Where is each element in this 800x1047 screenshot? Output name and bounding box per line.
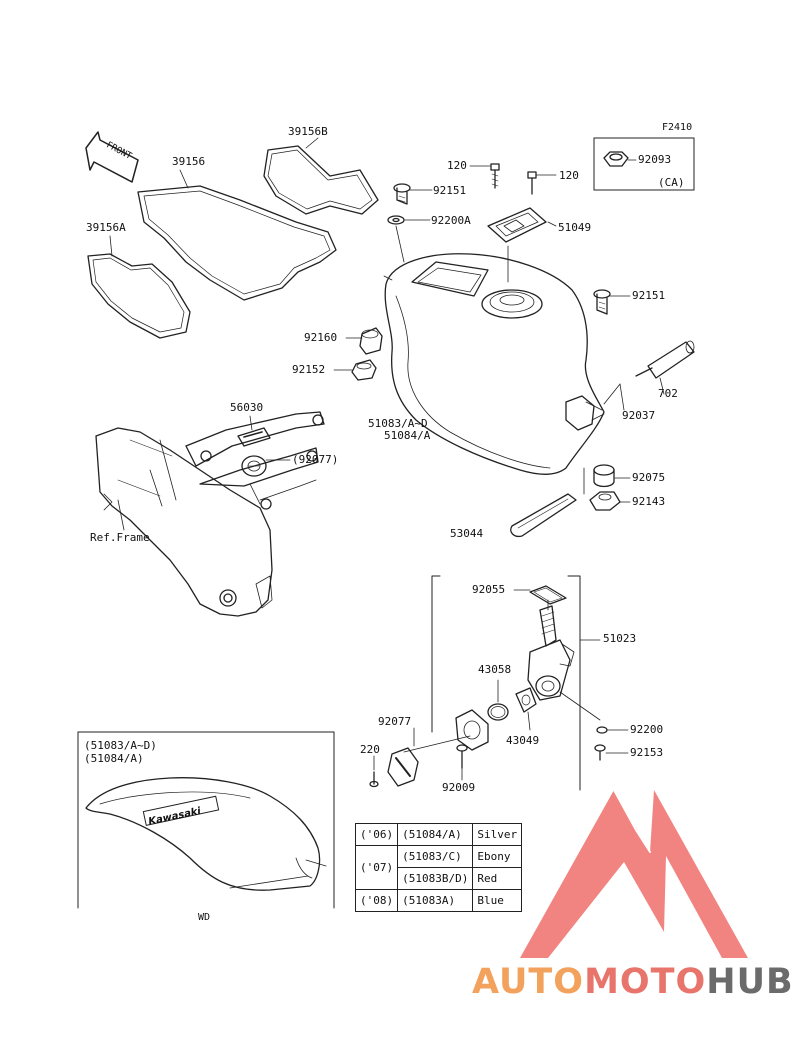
watermark-part-hub: HUB — [706, 962, 794, 1002]
table-cell: Silver — [472, 823, 523, 846]
part-label-92093: 92093 — [638, 153, 672, 166]
part-label-92075: 92075 — [632, 471, 666, 484]
part-label-92055: 92055 — [472, 583, 506, 596]
collar-92152-icon — [351, 359, 377, 381]
part-label-220: 220 — [360, 743, 380, 756]
part-label-92037: 92037 — [622, 409, 656, 422]
pad-39156B-shape — [263, 145, 379, 215]
part-label-56030: 56030 — [230, 401, 264, 414]
part-label-92077: 92077 — [378, 715, 412, 728]
part-label-120-left: 120 — [447, 159, 467, 172]
table-row: ('08) (51083A) Blue — [354, 889, 523, 912]
part-label-92152: 92152 — [292, 363, 326, 376]
part-label-92160: 92160 — [304, 331, 338, 344]
front-arrow-icon: FRONT — [85, 131, 139, 183]
box-92093 — [593, 137, 695, 191]
gasket-43049-icon — [515, 687, 537, 713]
label-56030-icon — [237, 427, 271, 447]
part-label-702: 702 — [658, 387, 678, 400]
nut-92093-icon — [603, 151, 629, 167]
watermark-logo-icon — [520, 789, 748, 958]
ref-frame-label: Ref.Frame — [90, 531, 150, 544]
bolt-92151-right-icon — [593, 289, 611, 315]
part-label-51049: 51049 — [558, 221, 592, 234]
table-row: ('06) (51084/A) Silver — [354, 823, 523, 846]
table-cell: ('08) — [354, 889, 399, 912]
part-label-92151-right: 92151 — [632, 289, 666, 302]
part-label-92200: 92200 — [630, 723, 664, 736]
o-ring-43058-icon — [487, 703, 509, 721]
bolt-92151-top-icon — [393, 183, 411, 205]
part-label-51084: 51084/A — [384, 429, 431, 442]
bolt-92153-icon — [594, 744, 606, 761]
watermark-part-auto: AUTO — [472, 962, 585, 1002]
bolt-120-right-icon — [527, 171, 557, 195]
watermark-part-moto: MOTO — [584, 962, 707, 1002]
inset-tank-shape — [85, 777, 327, 891]
part-label-92151-top: 92151 — [433, 184, 467, 197]
part-label-92009: 92009 — [442, 781, 476, 794]
grommet-92075-icon — [593, 464, 615, 488]
part-label-92153: 92153 — [630, 746, 664, 759]
table-cell: Red — [472, 867, 523, 890]
part-label-92077-frame: (92077) — [292, 453, 339, 466]
part-label-43058: 43058 — [478, 663, 512, 676]
fuel-cock-51023-icon — [527, 605, 575, 701]
pad-39156A-shape — [87, 253, 191, 339]
inset-caption: WD — [198, 912, 211, 923]
part-label-39156B: 39156B — [288, 125, 328, 138]
table-cell: Blue — [472, 889, 523, 912]
bolt-120-left-icon — [490, 163, 500, 189]
bracket-92077-frame-icon — [241, 455, 267, 477]
note-ca: (CA) — [658, 176, 685, 189]
table-row: ('07) (51083/C) Ebony — [354, 845, 523, 890]
washer-92200A-icon — [387, 215, 405, 225]
part-label-53044: 53044 — [450, 527, 484, 540]
part-label-92200A: 92200A — [431, 214, 471, 227]
damper-92160-icon — [359, 327, 383, 355]
pad-39156-shape — [137, 185, 337, 301]
part-label-92143: 92143 — [632, 495, 666, 508]
inset-frame — [77, 731, 335, 909]
part-label-51083: 51083/A~D — [368, 417, 428, 430]
part-label-39156: 39156 — [172, 155, 206, 168]
lever-92077-icon — [387, 709, 489, 787]
table-cell: (51083A) — [397, 889, 474, 912]
table-cell: (51084/A) — [397, 823, 474, 846]
inset-line-1: (51083/A~D) — [84, 739, 157, 752]
front-arrow-label: FRONT — [104, 140, 133, 162]
screw-92009-icon — [456, 744, 468, 769]
frame-reference-shape — [95, 411, 325, 617]
gasket-92055-icon — [529, 585, 567, 605]
collar-92143-icon — [589, 491, 621, 511]
screw-220-icon — [369, 771, 379, 788]
table-cell: Ebony — [472, 845, 523, 868]
part-label-51023: 51023 — [603, 632, 637, 645]
figure-code: F2410 — [662, 122, 693, 133]
watermark-text: AUTOMOTOHUB — [472, 962, 794, 1002]
table-cell: (51083/C) — [397, 845, 474, 868]
hose-702-icon — [635, 340, 695, 379]
inset-line-2: (51084/A) — [84, 752, 144, 765]
strap-53044-icon — [510, 493, 577, 538]
fuel-cap-51049-icon — [487, 207, 547, 243]
table-cell: ('06) — [354, 823, 399, 846]
color-table: ('06) (51084/A) Silver ('07) (51083/C) E… — [354, 823, 523, 912]
part-label-39156A: 39156A — [86, 221, 126, 234]
table-cell: ('07) — [354, 845, 399, 890]
part-label-43049: 43049 — [506, 734, 540, 747]
fuel-tank-shape — [384, 253, 605, 475]
washer-92200-icon — [596, 726, 608, 734]
table-cell: (51083B/D) — [397, 867, 474, 890]
part-label-120-right: 120 — [559, 169, 579, 182]
